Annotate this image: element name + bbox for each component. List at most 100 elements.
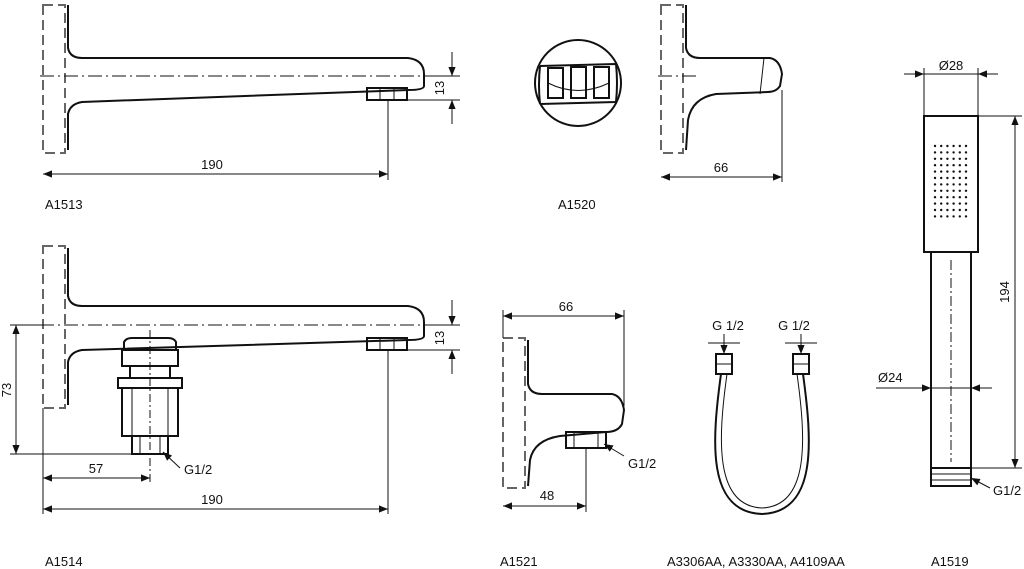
spray-nozzle <box>946 170 949 173</box>
spout-body <box>685 5 784 151</box>
spray-nozzle <box>940 208 943 212</box>
spray-nozzle <box>933 157 937 160</box>
spray-nozzle <box>952 164 955 167</box>
drawing-hose: G 1/2 G 1/2 A3306AA, A3330AA, A4109AA <box>667 318 845 569</box>
spray-nozzle <box>958 189 961 192</box>
detail-slot <box>547 67 564 99</box>
detail-outline <box>538 63 618 105</box>
spray-nozzle <box>946 164 949 167</box>
thread-spec: G1/2 <box>628 456 656 471</box>
spray-nozzle <box>946 202 949 205</box>
spray-nozzle <box>964 202 968 205</box>
drawing-a1513: 13 190 A1513 <box>40 4 460 212</box>
spray-nozzle <box>946 208 949 212</box>
spray-nozzle <box>946 215 949 218</box>
spray-nozzle <box>958 144 961 148</box>
spray-nozzle <box>952 144 955 148</box>
spray-nozzle <box>952 189 955 192</box>
dimension-length: 190 <box>201 492 223 507</box>
spray-nozzle <box>952 157 955 160</box>
spray-nozzle <box>946 196 949 199</box>
spray-nozzle <box>958 176 961 180</box>
spray-nozzle <box>964 196 968 199</box>
spray-nozzle <box>964 144 968 148</box>
spray-nozzle <box>964 170 968 173</box>
spray-nozzle <box>933 202 937 205</box>
spray-nozzle <box>946 176 949 180</box>
spray-nozzle <box>940 164 943 167</box>
spray-nozzle <box>940 157 943 160</box>
thread-spec: G1/2 <box>184 462 212 477</box>
spray-nozzle <box>952 215 955 218</box>
spray-nozzle <box>933 196 937 199</box>
product-code: A1520 <box>558 197 596 212</box>
aerator <box>366 337 408 351</box>
spray-nozzle <box>933 144 937 148</box>
spray-nozzle <box>940 151 943 154</box>
spout-body <box>67 248 425 405</box>
spray-nozzle <box>952 176 955 180</box>
aerator <box>366 87 408 101</box>
spray-nozzle <box>964 157 968 160</box>
outlet-body <box>527 340 626 487</box>
spray-nozzle <box>946 144 949 148</box>
detail-slot <box>593 66 610 99</box>
dimension-offset: 57 <box>89 461 103 476</box>
spray-nozzle <box>964 176 968 180</box>
spray-nozzle <box>952 151 955 154</box>
dimension-length: 194 <box>997 281 1012 303</box>
detail-slot <box>570 66 587 99</box>
spray-nozzle <box>958 202 961 205</box>
spray-nozzle <box>964 164 968 167</box>
thread-leader <box>603 443 625 457</box>
dimension-height: 13 <box>432 331 447 345</box>
thread-leader <box>970 477 991 489</box>
spray-nozzle <box>964 183 968 186</box>
drawing-a1514: 73 13 57 G1/2 190 A1514 <box>0 245 460 569</box>
spray-nozzle <box>958 157 961 160</box>
spray-nozzle <box>940 202 943 205</box>
dimension-height: 13 <box>432 81 447 95</box>
spray-nozzle <box>940 196 943 199</box>
spray-nozzle <box>940 176 943 180</box>
thread-spec: G1/2 <box>993 483 1021 498</box>
dimension-head-diameter: Ø28 <box>939 58 964 73</box>
spray-nozzle <box>940 170 943 173</box>
shower-thread <box>930 467 972 487</box>
wall-plate <box>502 337 526 489</box>
drawing-a1521: 66 48 G1/2 A1521 <box>500 299 656 569</box>
spray-nozzle <box>952 208 955 212</box>
spray-nozzle <box>933 215 937 218</box>
spray-nozzle <box>964 208 968 212</box>
wall-plate <box>42 245 66 409</box>
spray-nozzle <box>958 164 961 167</box>
spray-nozzle <box>952 183 955 186</box>
dimension-depth: 73 <box>0 383 14 397</box>
spray-nozzle <box>958 208 961 212</box>
spout-edge <box>759 57 765 95</box>
spray-nozzle <box>933 208 937 212</box>
spray-nozzle <box>958 196 961 199</box>
spray-nozzle-grid <box>933 144 968 218</box>
product-code: A3306AA, A3330AA, A4109AA <box>667 554 845 569</box>
spray-nozzle <box>946 183 949 186</box>
spray-nozzle <box>964 189 968 192</box>
hose-outer <box>714 373 810 516</box>
drawing-a1520: 66 A1520 <box>558 4 784 212</box>
detail-curve <box>547 82 610 91</box>
dimension-length: 66 <box>714 160 728 175</box>
spray-nozzle <box>946 157 949 160</box>
dimension-length: 190 <box>201 157 223 172</box>
spray-nozzle <box>933 176 937 180</box>
product-code: A1519 <box>931 554 969 569</box>
drawing-a1519: Ø28 194 Ø24 G1/2 A1519 <box>876 58 1022 569</box>
wall-plate <box>42 4 66 154</box>
spray-nozzle <box>933 183 937 186</box>
spray-nozzle <box>958 151 961 154</box>
diverter-cap <box>123 337 177 351</box>
spray-nozzle <box>940 144 943 148</box>
spray-nozzle <box>958 215 961 218</box>
spray-nozzle <box>964 215 968 218</box>
hose-inner <box>720 373 804 509</box>
